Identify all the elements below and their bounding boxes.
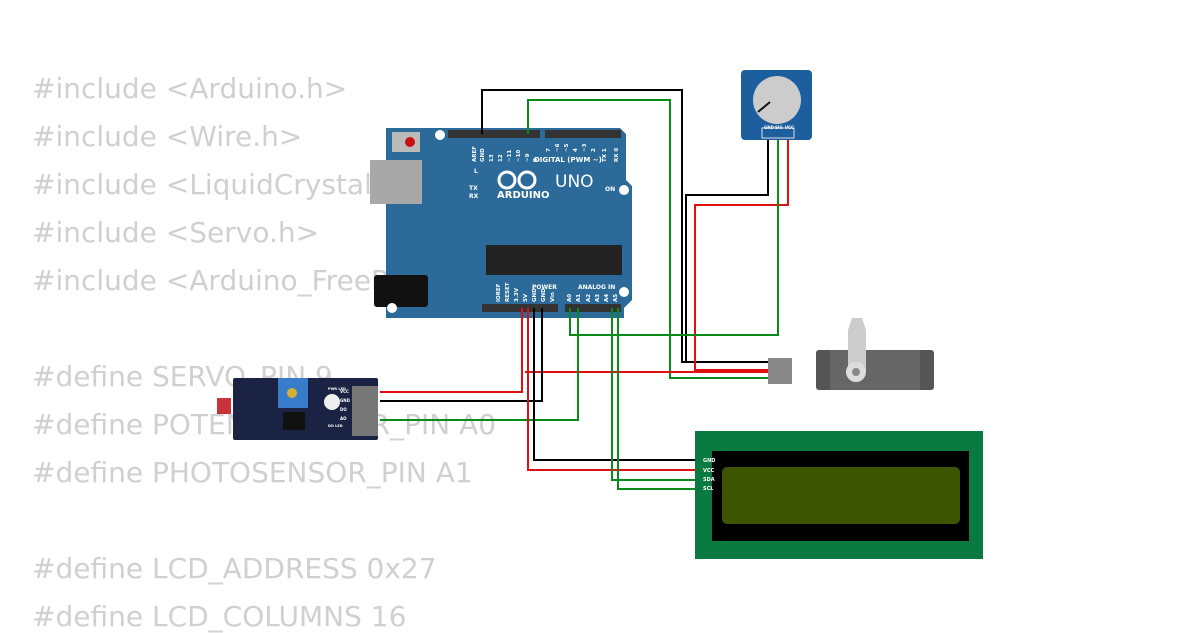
led-label: RX [469,193,479,200]
pin-label: RX 0 [614,148,620,162]
pin-label: ~5 [564,143,570,152]
pin-label: A0 [567,294,573,302]
wire-lcd-vcc [527,308,700,471]
reset-button[interactable] [405,137,415,147]
pin-label: DO [340,407,347,412]
pin-label: A4 [604,294,610,302]
analog-label: ANALOG IN [578,284,615,291]
top-pin-labels: AREF GND 13 12 ~11 ~10 ~9 8 7 ~6 ~5 4 ~3… [472,143,620,162]
potentiometer[interactable]: GND SIG VCC [741,70,812,140]
pin-label: 4 [573,148,579,152]
servo-motor[interactable] [768,318,934,390]
pin-label: ~3 [582,143,588,152]
pin-label: 5V [523,293,529,302]
usb-port [370,160,422,204]
pin-label: VCC [785,125,794,130]
power-jack [374,275,428,307]
pin-label: AO [340,416,347,421]
atmega-chip [486,245,622,275]
pin-label: VCC [703,468,715,474]
pin-label: A1 [576,294,582,302]
pin-label: GND [541,288,547,302]
digital-label: DIGITAL (PWM ~) [534,156,602,164]
pin-label: SDA [703,477,715,483]
pin-label: A5 [613,294,619,302]
wire-servo-signal [527,99,775,379]
pin-label: GND [480,148,486,162]
wire-servo-gnd [481,89,775,363]
pin-label: A3 [595,294,601,302]
led-label: L [474,168,478,175]
pin-label: 8 [533,158,539,162]
pin-label: IOREF [496,283,502,302]
power-label: POWER [532,284,557,291]
header-power [482,304,558,312]
pin-label: 12 [498,154,504,162]
header-analog [565,304,621,312]
pin-label: AREF [472,146,478,162]
pin-label: 3.3V [514,287,520,302]
wire-lcd-sda [611,308,700,481]
pin-label: 13 [489,154,495,162]
wire-sensor-gnd [380,308,543,402]
ldr [217,398,231,414]
analog-pin-labels: A0 A1 A2 A3 A4 A5 [567,294,619,302]
wire-lcd-scl [617,308,700,490]
pin-label: 7 [546,148,552,152]
model-label: UNO [555,172,594,192]
pin-label: GND [703,458,715,464]
code-line: #include <Wire.h> [32,120,303,153]
code-line: #define SERVO_PIN 9 [32,360,333,393]
header-digital-low [545,130,621,138]
header-digital-high [448,130,540,138]
led-label: DO LED [328,424,343,428]
code-line: #define LCD_COLUMNS 16 [32,600,407,633]
wire-pot-vcc [694,135,789,371]
pin-label: GND [532,288,538,302]
lcd-1602-i2c[interactable]: GND VCC SDA SCL [695,431,983,559]
led-label: PWR LED [328,387,346,391]
pin-label: VCC [340,389,349,394]
code-line: #include <Servo.h> [32,216,320,249]
power-pin-labels: IOREF RESET 3.3V 5V GND GND Vin [496,282,556,302]
wire-sensor-vcc [380,308,523,393]
on-label: ON [605,186,615,193]
pin-label: 2 [591,148,597,152]
arduino-logo-icon [497,170,537,190]
servo-horn [848,318,866,372]
pin-label: Vin [550,292,556,302]
lcd-screen [722,467,960,524]
potentiometer-knob [753,76,801,124]
pin-label: A2 [586,294,592,302]
pin-label: RESET [505,282,511,302]
wire-lcd-gnd [533,308,700,461]
wire-pot-sig [569,135,779,336]
arduino-uno[interactable]: DIGITAL (PWM ~) ARDUINO UNO ON L TX RX P… [370,128,632,318]
wire-pot-gnd [685,135,769,362]
led-label: TX [469,185,478,192]
pin-label: ~11 [507,150,513,162]
photosensor-module[interactable]: VCC GND DO AO PWR LED DO LED [217,378,378,440]
pin-label: ~9 [525,153,531,162]
code-line: #include <Arduino.h> [32,72,348,105]
wire-sensor-ao [380,308,579,421]
pin-label: SIG [775,125,783,130]
code-line: #define LCD_ADDRESS 0x27 [32,552,437,585]
pin-label: ~6 [555,143,561,152]
pin-label: ~10 [516,150,522,162]
pin-label: SCL [703,486,714,492]
arduino-brand: ARDUINO [497,190,549,201]
pin-label: TX 1 [602,148,608,162]
code-line: #define PHOTOSENSOR_PIN A1 [32,456,473,489]
wires [380,89,789,490]
pin-label: GND [340,398,351,403]
pin-label: GND [764,125,775,130]
